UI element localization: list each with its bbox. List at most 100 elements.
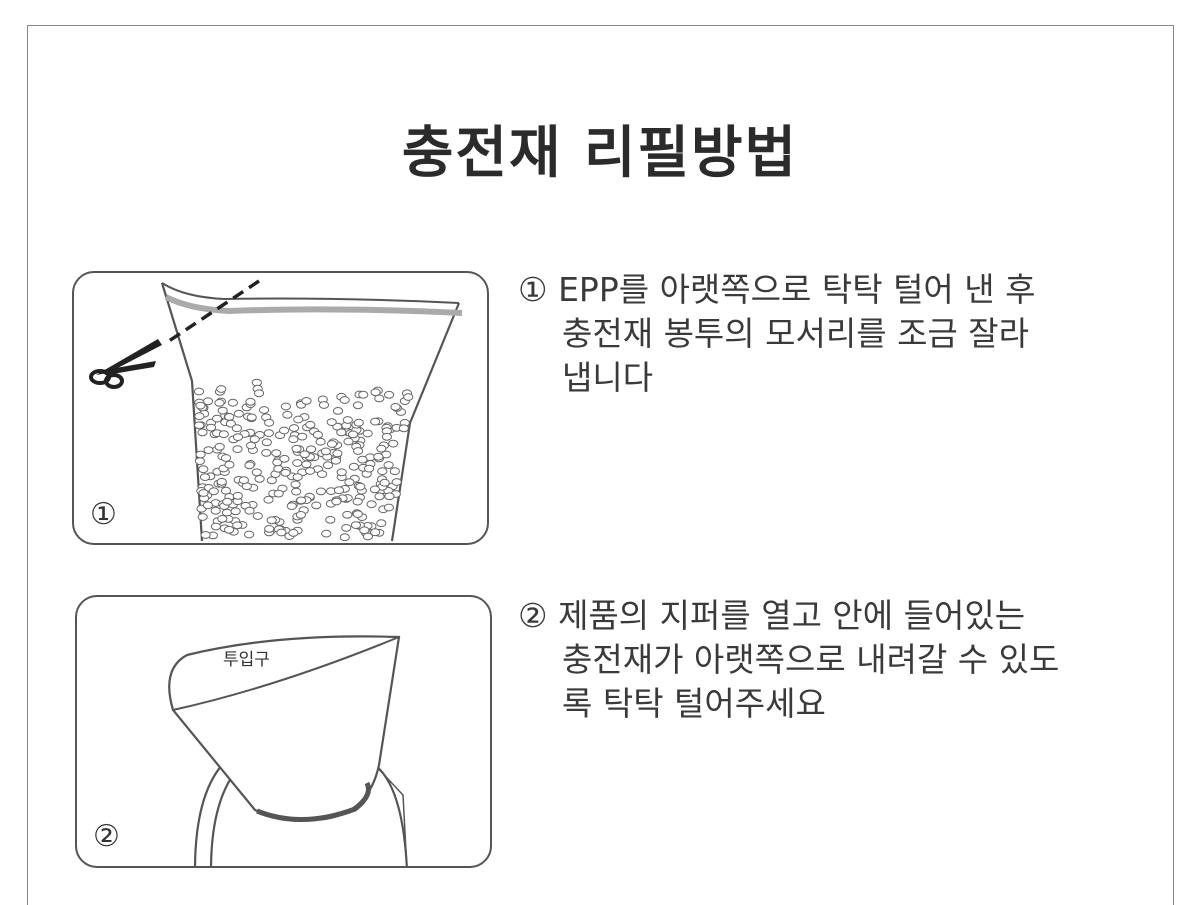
pellet [210, 522, 221, 531]
pellet [233, 409, 244, 418]
pellet [276, 528, 287, 537]
pellet [342, 416, 353, 424]
pellet [353, 447, 364, 455]
pellet [398, 424, 409, 433]
pellet [373, 452, 384, 461]
pellet [218, 430, 229, 439]
pellet [245, 441, 257, 450]
pellet [280, 468, 291, 477]
pellet [377, 467, 388, 476]
pellet [205, 423, 217, 432]
pellet [244, 530, 255, 539]
pellet [370, 388, 381, 397]
pellet [317, 470, 328, 479]
pellet [336, 468, 347, 477]
pellet [326, 418, 337, 427]
pellet [336, 428, 347, 437]
pellet [341, 524, 352, 532]
pellet [342, 510, 353, 519]
pellet [391, 478, 402, 486]
pellet [389, 467, 400, 476]
pellet [297, 432, 308, 441]
scissors-icon [89, 339, 162, 389]
step-1-text: ① EPP를 아랫쪽으로 탁탁 털어 낸 후 충전재 봉투의 모서리를 조금 잘… [518, 268, 1036, 400]
pellet [348, 462, 359, 471]
pellet [311, 501, 322, 510]
step-1-line-3: 냅니다 [562, 358, 654, 397]
pellet [289, 424, 300, 432]
pellet [261, 449, 272, 457]
pellet [350, 521, 361, 530]
pellet [193, 387, 205, 396]
pellet [290, 480, 301, 489]
pellet [370, 417, 381, 426]
pellet [214, 442, 225, 451]
pellet [292, 459, 303, 467]
pellet [220, 454, 232, 462]
pellet [208, 487, 219, 496]
pellet [232, 433, 244, 442]
pellet [194, 457, 206, 466]
pellet [224, 460, 235, 469]
pellet [291, 487, 302, 496]
pellet [383, 461, 394, 469]
pellet [238, 476, 249, 485]
pellet [221, 508, 233, 517]
pellet [321, 529, 332, 538]
pellet [232, 445, 243, 454]
pellet [383, 503, 394, 512]
funnel-illustration [168, 635, 408, 866]
pellet [320, 447, 331, 456]
pellet [232, 491, 243, 500]
pellet [216, 477, 227, 486]
pellet [197, 428, 208, 437]
pellet [244, 461, 255, 470]
pellet [358, 390, 369, 399]
pellet [312, 430, 323, 439]
pellet [293, 415, 304, 424]
pellet [224, 413, 235, 421]
pellet [224, 525, 235, 534]
step-2-line-1: ② 제품의 지퍼를 열고 안에 들어있는 [518, 596, 1026, 635]
pellet [299, 450, 310, 459]
page-title: 충전재 리필방법 [401, 121, 799, 186]
pellet [374, 394, 385, 403]
pellet [288, 529, 299, 537]
pellet [344, 478, 355, 487]
pellet [353, 418, 364, 427]
pellet [331, 497, 342, 506]
step-1-line-1: ① EPP를 아랫쪽으로 탁탁 털어 낸 후 [518, 270, 1036, 309]
pellet [194, 412, 205, 421]
pellet [254, 475, 265, 483]
pellet [217, 515, 228, 523]
pellet [230, 507, 241, 516]
step-2-illustration-panel: 투입구 ② [75, 595, 492, 868]
pellet [244, 506, 255, 515]
pellet [362, 429, 373, 438]
pellet [263, 429, 274, 438]
pellet [296, 496, 307, 505]
pellet [388, 439, 399, 448]
pellet [197, 513, 208, 521]
pellet [326, 440, 338, 448]
pellet [198, 489, 209, 497]
step-2-badge: ② [93, 819, 120, 854]
pellet [245, 397, 256, 406]
pellet [261, 438, 272, 447]
pellet [271, 449, 282, 458]
pellet [202, 501, 213, 510]
pellets [193, 378, 414, 542]
pellet [203, 446, 214, 455]
pellet [263, 495, 274, 504]
pellet [280, 402, 291, 411]
pellet [364, 464, 375, 473]
pellet [384, 492, 395, 501]
pellet [266, 476, 277, 485]
pellet [357, 455, 368, 464]
pellet [288, 435, 299, 444]
pellet [315, 487, 327, 496]
pellet [305, 420, 316, 429]
pellet [322, 461, 334, 470]
step-2-line-2: 충전재가 아랫쪽으로 내려갈 수 있도 [562, 640, 1060, 679]
pellet [231, 424, 242, 433]
